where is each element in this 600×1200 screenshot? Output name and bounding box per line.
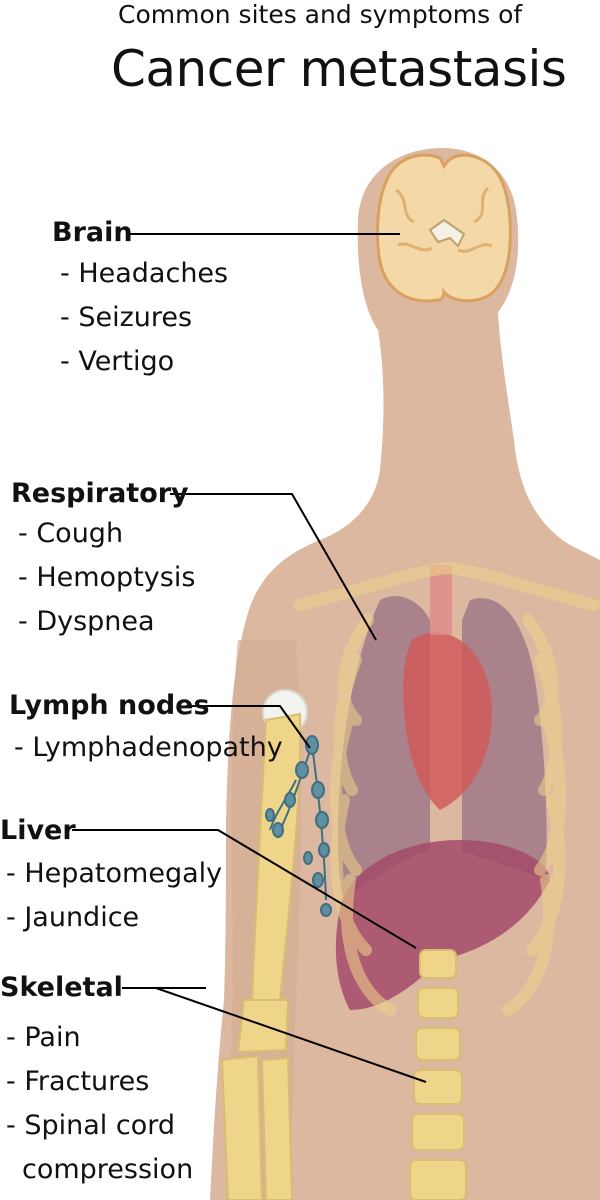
respiratory-symptom-1: - Cough <box>18 520 123 547</box>
respiratory-symptom-3: - Dyspnea <box>18 608 155 635</box>
site-brain-label: Brain <box>52 217 133 248</box>
liver-symptom-1: - Hepatomegaly <box>6 860 222 887</box>
site-skeletal-label: Skeletal <box>0 972 123 1003</box>
skeletal-symptom-3: - Spinal cord <box>6 1112 175 1139</box>
title-line-1: Common sites and symptoms of <box>118 0 522 29</box>
brain <box>378 155 511 301</box>
skeletal-symptom-1: - Pain <box>6 1024 81 1051</box>
brain-symptom-1: - Headaches <box>60 260 228 287</box>
site-lymph-label: Lymph nodes <box>9 690 210 721</box>
skeletal-symptom-4: compression <box>22 1156 193 1183</box>
lymph-symptom-1: - Lymphadenopathy <box>14 734 283 761</box>
liver-symptom-2: - Jaundice <box>6 904 139 931</box>
site-liver-label: Liver <box>0 815 76 846</box>
respiratory-symptom-2: - Hemoptysis <box>18 564 195 591</box>
brain-symptom-2: - Seizures <box>60 304 192 331</box>
brain-symptom-3: - Vertigo <box>60 348 174 375</box>
site-respiratory-label: Respiratory <box>11 478 189 509</box>
skeletal-symptom-2: - Fractures <box>6 1068 149 1095</box>
title-line-2: Cancer metastasis <box>111 40 566 98</box>
